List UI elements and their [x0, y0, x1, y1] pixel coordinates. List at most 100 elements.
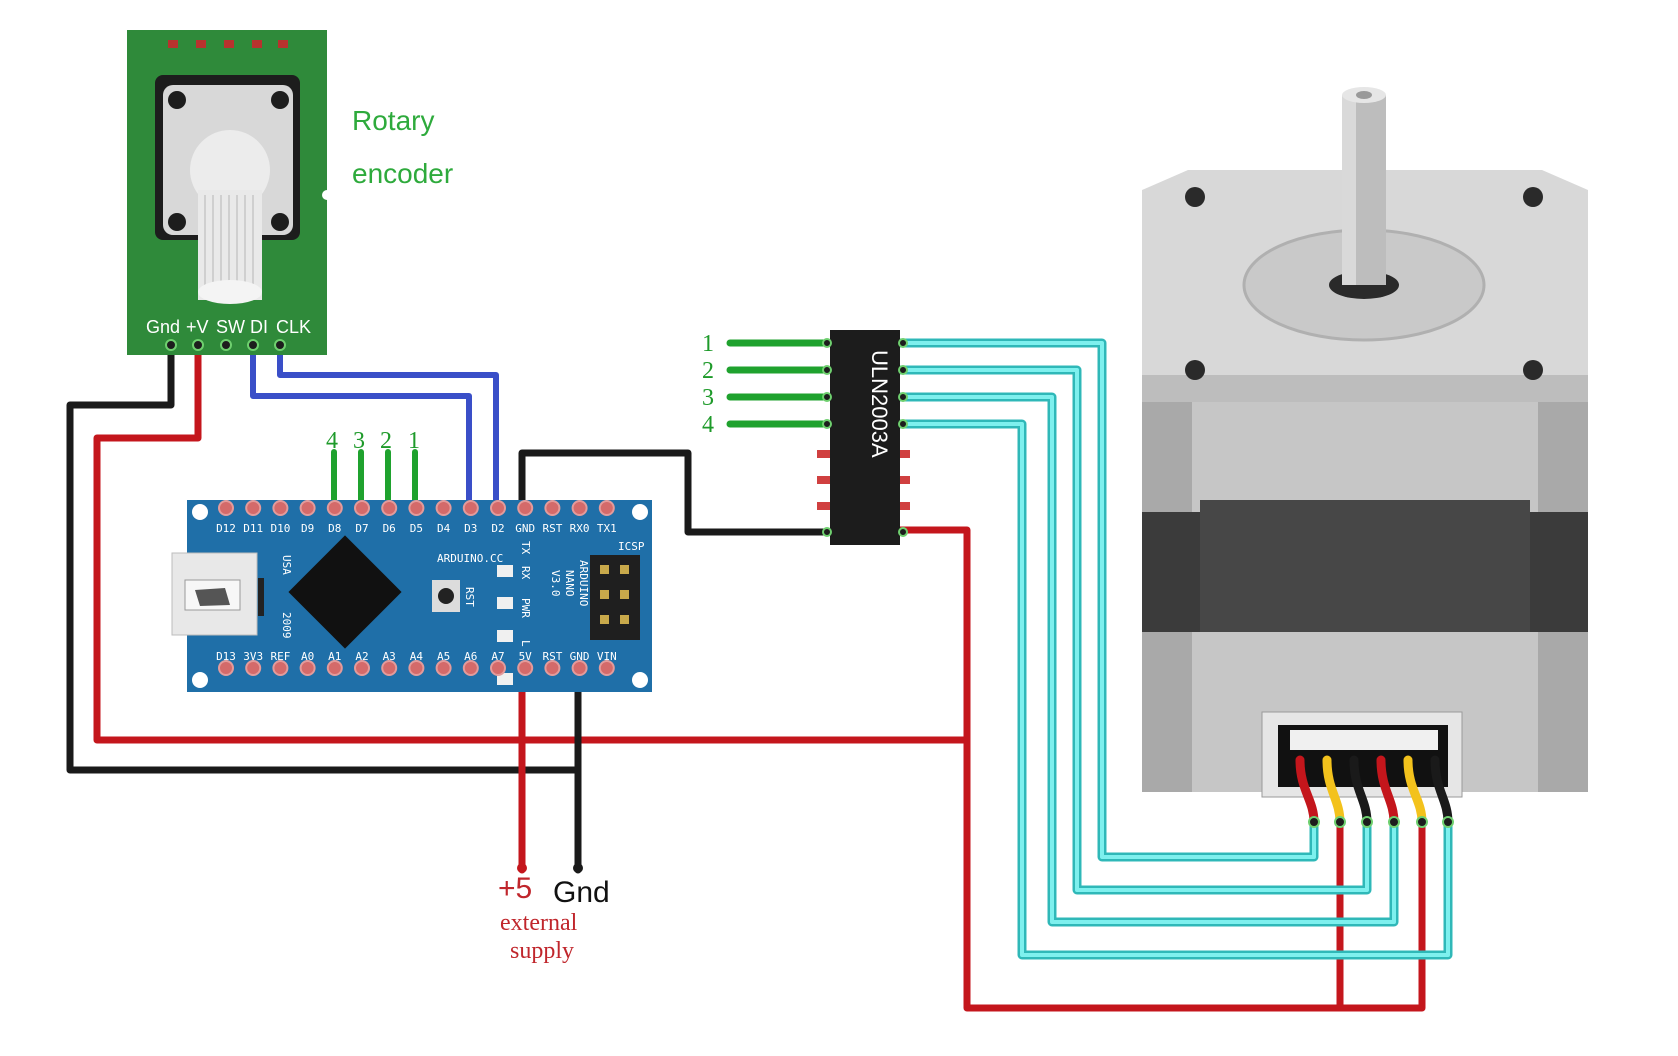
nano-top-pin-pad [381, 500, 398, 516]
nano-bottom-pin-pad [408, 660, 425, 676]
supply-caption-line1: external [500, 910, 578, 936]
stepper-motor [1142, 87, 1588, 798]
nano-bottom-pin-label: A6 [464, 650, 477, 663]
supply-caption-line2: supply [510, 938, 574, 964]
nano-top-pin-label: TX1 [597, 522, 617, 535]
uln-input-1: 1 [702, 331, 714, 357]
nano-top-pin-label: D7 [355, 522, 368, 535]
nano-name-nano: NANO [563, 570, 576, 597]
nano-bottom-pin-pad [272, 660, 289, 676]
nano-bottom-pin-pad [462, 660, 479, 676]
nano-name-version: V3.0 [549, 570, 562, 597]
supply-plus-label: +5 [498, 872, 532, 905]
nano-top-pin-pad [462, 500, 479, 516]
nano-top-pin-pad [544, 500, 561, 516]
nano-top-pin-label: GND [515, 522, 535, 535]
encoder-pin-vcc: +V [186, 317, 209, 337]
nano-led-rx: RX [519, 566, 532, 580]
nano-icsp-label: ICSP [618, 540, 645, 553]
nano-top-pin-label: D9 [301, 522, 314, 535]
nano-name-arduino: ARDUINO [577, 560, 590, 606]
rotary-encoder: Gnd +V SW DI CLK [127, 30, 332, 355]
wire-encoder-gnd [66, 336, 582, 874]
nano-signal-2: 2 [380, 428, 392, 454]
nano-bottom-pin-label: A7 [491, 650, 504, 663]
nano-year: 2009 [280, 612, 293, 639]
nano-top-pin-pad [517, 500, 534, 516]
nano-usa: USA [280, 555, 293, 575]
nano-top-pin-pad [490, 500, 506, 516]
nano-bottom-pin-pad [326, 660, 343, 676]
nano-top-pin-label: D4 [437, 522, 451, 535]
nano-led-pwr: PWR [519, 598, 532, 618]
nano-top-pin-label: D3 [464, 522, 477, 535]
nano-bottom-pin-pad [598, 660, 615, 676]
nano-bottom-pin-label: REF [270, 650, 290, 663]
nano-bottom-pin-label: A4 [410, 650, 424, 663]
nano-bottom-pin-label: A2 [355, 650, 368, 663]
nano-signal-1: 1 [408, 428, 420, 454]
nano-rst-label: RST [463, 587, 476, 607]
nano-bottom-pin-label: A3 [383, 650, 396, 663]
nano-top-pin-pad [326, 500, 343, 516]
nano-bottom-pins: D13 3V3 REF A0 A1 A2 A3 A4 A5 A6 A7 5V RST GND VIN [216, 650, 617, 676]
nano-top-pin-label: D2 [491, 522, 504, 535]
nano-top-pin-pad [218, 500, 234, 516]
wire-encoder-di [250, 337, 472, 511]
nano-bottom-pin-pad [218, 660, 234, 676]
supply-gnd-label: Gnd [553, 876, 610, 909]
uln-chip-label: ULN2003A [867, 350, 892, 458]
uln-input-3: 3 [702, 385, 714, 411]
nano-top-pin-label: D10 [270, 522, 290, 535]
nano-top-pin-label: D12 [216, 522, 236, 535]
nano-top-pin-pad [299, 500, 316, 516]
encoder-pin-clk: CLK [276, 317, 311, 337]
nano-top-pin-pad [571, 500, 588, 516]
nano-bottom-pin-pad [354, 660, 370, 676]
nano-led-l: L [519, 640, 532, 647]
nano-signal-3: 3 [353, 428, 365, 454]
nano-bottom-pin-pad [435, 660, 452, 676]
nano-bottom-pin-pad [517, 660, 534, 676]
wire-encoder-vcc [93, 336, 971, 744]
nano-bottom-pin-pad [571, 660, 588, 676]
wires [66, 336, 1453, 1012]
nano-brand-cc: ARDUINO.CC [437, 552, 503, 565]
nano-top-pin-pad [354, 500, 370, 516]
nano-top-pin-label: RX0 [570, 522, 590, 535]
nano-bottom-pin-label: VIN [597, 650, 617, 663]
nano-top-pin-label: D11 [243, 522, 263, 535]
encoder-pin-gnd: Gnd [146, 317, 180, 337]
encoder-pin-di: DI [250, 317, 268, 337]
nano-top-pin-pad [598, 500, 615, 516]
nano-top-pin-pad [435, 500, 452, 516]
wire-uln-outputs [898, 341, 1450, 957]
nano-bottom-pin-label: D13 [216, 650, 236, 663]
nano-top-pin-pad [272, 500, 289, 516]
nano-bottom-pin-label: A1 [328, 650, 341, 663]
encoder-title-line1: Rotary [352, 105, 434, 136]
uln2003a-chip: ULN2003A [817, 330, 910, 545]
uln-input-2: 2 [702, 358, 714, 384]
nano-bottom-pin-pad [544, 660, 561, 676]
nano-bottom-pin-label: 5V [519, 650, 533, 663]
encoder-pin-sw: SW [216, 317, 245, 337]
nano-signal-4: 4 [326, 428, 338, 454]
nano-bottom-pin-label: A0 [301, 650, 314, 663]
nano-bottom-pin-label: A5 [437, 650, 450, 663]
nano-top-pin-label: RST [542, 522, 562, 535]
wire-encoder-clk [277, 337, 499, 511]
nano-bottom-pin-pad [245, 660, 262, 676]
nano-top-pin-label: D5 [410, 522, 423, 535]
nano-bottom-pin-label: RST [542, 650, 562, 663]
nano-top-pin-pad [245, 500, 262, 516]
nano-top-pin-label: D8 [328, 522, 341, 535]
nano-bottom-pin-label: 3V3 [243, 650, 263, 663]
nano-bottom-pin-pad [381, 660, 398, 676]
nano-bottom-pin-label: GND [570, 650, 590, 663]
encoder-title-line2: encoder [352, 158, 453, 189]
uln-input-4: 4 [702, 412, 714, 438]
